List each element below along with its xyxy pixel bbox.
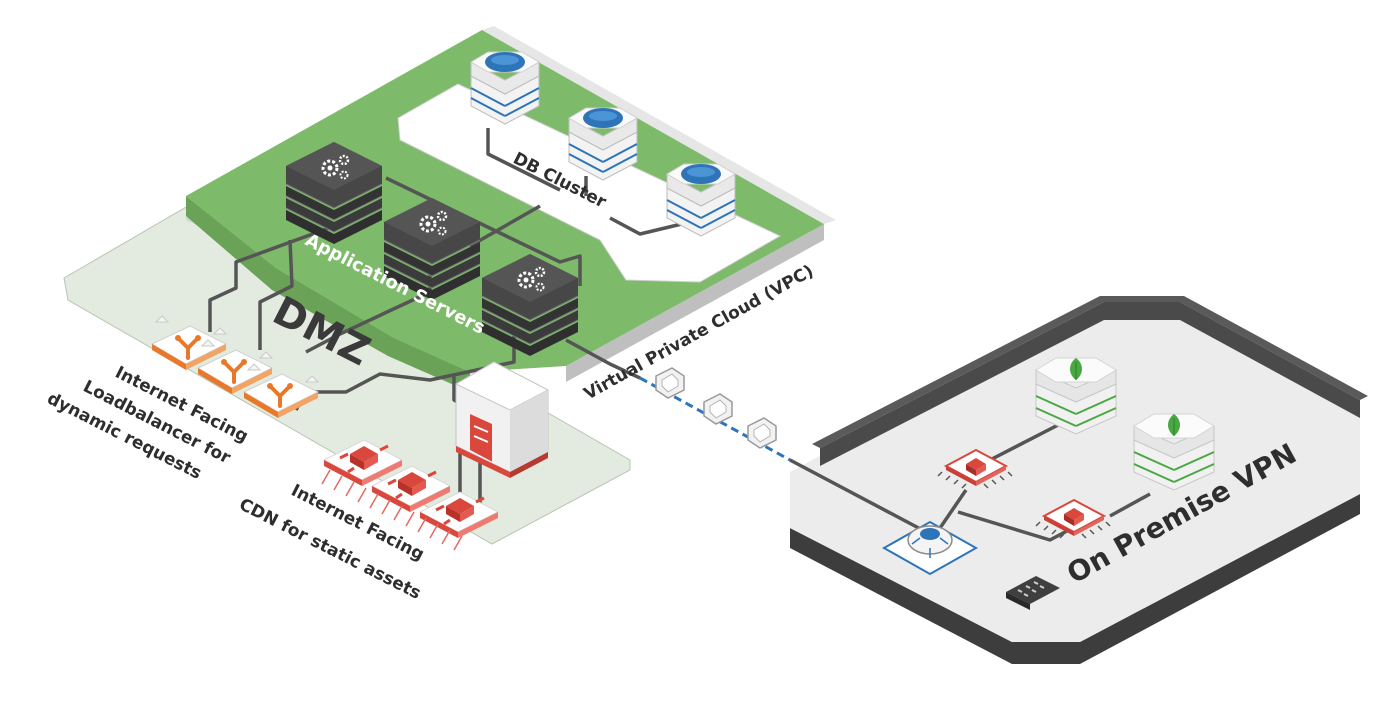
on-premise-connections [789, 422, 1151, 542]
link-node-icon [747, 417, 777, 449]
link-node-icon [655, 367, 685, 399]
storage-bucket-icon [454, 361, 550, 478]
vpn-tunnel [639, 367, 791, 462]
on-premise-zone [790, 296, 1368, 664]
link-node-icon [703, 393, 733, 425]
building-icon [1006, 576, 1060, 610]
on-premise-nodes [881, 357, 1215, 610]
vpc-zone [186, 26, 836, 392]
cdn-nodes [321, 438, 500, 551]
vpn-gateway-icon [881, 520, 979, 576]
